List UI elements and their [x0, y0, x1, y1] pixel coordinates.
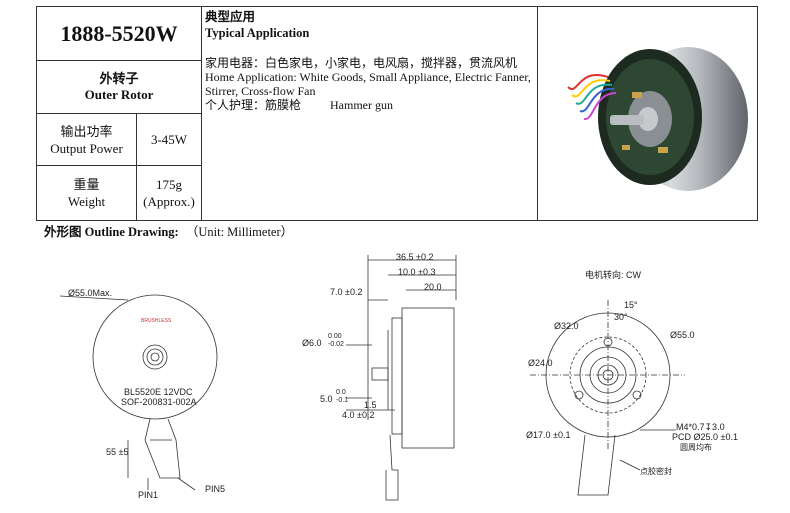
- front-label-1: BL5520E 12VDC: [124, 387, 193, 397]
- side-dim-20: 20.0: [424, 282, 442, 292]
- weight-value-main: 175g: [156, 177, 182, 192]
- front-pin5: PIN5: [205, 484, 226, 494]
- rotor-type-cn: 外转子: [99, 71, 139, 86]
- motor-photo-image: [567, 47, 748, 191]
- rear-diameter-32: Ø32.0: [554, 321, 579, 331]
- application-title-cn: 典型应用: [205, 10, 256, 24]
- motor-photo: [538, 7, 757, 220]
- power-label: 输出功率 Output Power: [37, 114, 137, 166]
- weight-value: 175g (Approx.): [137, 166, 202, 220]
- side-dim-4: 4.0 ±0.2: [342, 410, 375, 420]
- front-diameter: Ø55.0Max.: [68, 288, 113, 298]
- side-dim-1-5: 1.5: [364, 400, 377, 410]
- outline-title: 外形图 Outline Drawing:: [44, 225, 179, 239]
- side-shaft-tol-top: 0.00: [328, 333, 342, 340]
- side-dim-5-tol-top: 0.0: [336, 389, 346, 396]
- typical-application: 典型应用 Typical Application 家用电器：白色家电，小家电，电…: [202, 7, 538, 220]
- outline-unit: （Unit: Millimeter）: [185, 225, 294, 239]
- rear-glue-seal: 点胶密封: [640, 467, 672, 476]
- front-logo: BRUSHLESS: [141, 318, 172, 324]
- application-line-1: 家用电器：白色家电，小家电，电风扇，搅拌器，贯流风机: [205, 56, 518, 70]
- side-dim-7: 7.0 ±0.2: [330, 287, 363, 297]
- side-dim-5: 5.0: [320, 394, 333, 404]
- application-line-4-en: Hammer gun: [330, 98, 393, 112]
- application-line-2: Home Application: White Goods, Small App…: [205, 70, 531, 84]
- rear-diameter-24: Ø24.0: [528, 358, 553, 368]
- rotor-type: 外转子 Outer Rotor: [37, 61, 202, 114]
- rotor-type-en: Outer Rotor: [84, 87, 154, 102]
- rear-diameter-55: Ø55.0: [670, 330, 695, 340]
- power-label-en: Output Power: [50, 140, 123, 156]
- side-total-length: 36.5 ±0.2: [396, 252, 434, 262]
- side-dim-5-tol-bot: -0.1: [336, 397, 349, 404]
- front-pin1: PIN1: [138, 490, 159, 500]
- application-line-4-cn: 个人护理：筋膜枪: [205, 98, 302, 112]
- weight-label-cn: 重量: [73, 177, 100, 192]
- rear-angle-30: 30°: [614, 312, 628, 322]
- side-shaft-diameter: Ø6.0: [302, 338, 322, 348]
- power-value: 3-45W: [137, 114, 202, 166]
- model-number: 1888-5520W: [37, 7, 202, 61]
- rear-pcd: PCD Ø25.0 ±0.1: [672, 432, 738, 442]
- weight-label: 重量 Weight: [37, 166, 137, 220]
- rear-thread: M4*0.7↧3.0: [676, 422, 725, 432]
- rear-evenly-spaced: 圆周均布: [680, 443, 712, 452]
- spec-table: 1888-5520W 外转子 Outer Rotor 输出功率 Output P…: [36, 6, 758, 221]
- application-title-en: Typical Application: [205, 26, 310, 40]
- side-dim-10: 10.0 ±0.3: [398, 267, 436, 277]
- rear-diameter-17: Ø17.0 ±0.1: [526, 430, 571, 440]
- rear-rotation: 电机转向: CW: [585, 270, 641, 280]
- application-line-4: 个人护理：筋膜枪 Hammer gun: [205, 98, 534, 112]
- outline-drawing-title: 外形图 Outline Drawing: （Unit: Millimeter）: [44, 221, 293, 240]
- front-label-2: SOF-200831-002A: [121, 397, 197, 407]
- side-shaft-tol-bot: -0.02: [328, 341, 344, 348]
- power-label-cn: 输出功率: [60, 123, 113, 139]
- weight-value-note: (Approx.): [143, 194, 195, 209]
- front-cable-length: 55 ±5: [106, 447, 129, 457]
- application-line-3: Stirrer, Cross-flow Fan: [205, 84, 316, 98]
- rear-angle-15: 15°: [624, 300, 638, 310]
- weight-label-en: Weight: [67, 194, 106, 209]
